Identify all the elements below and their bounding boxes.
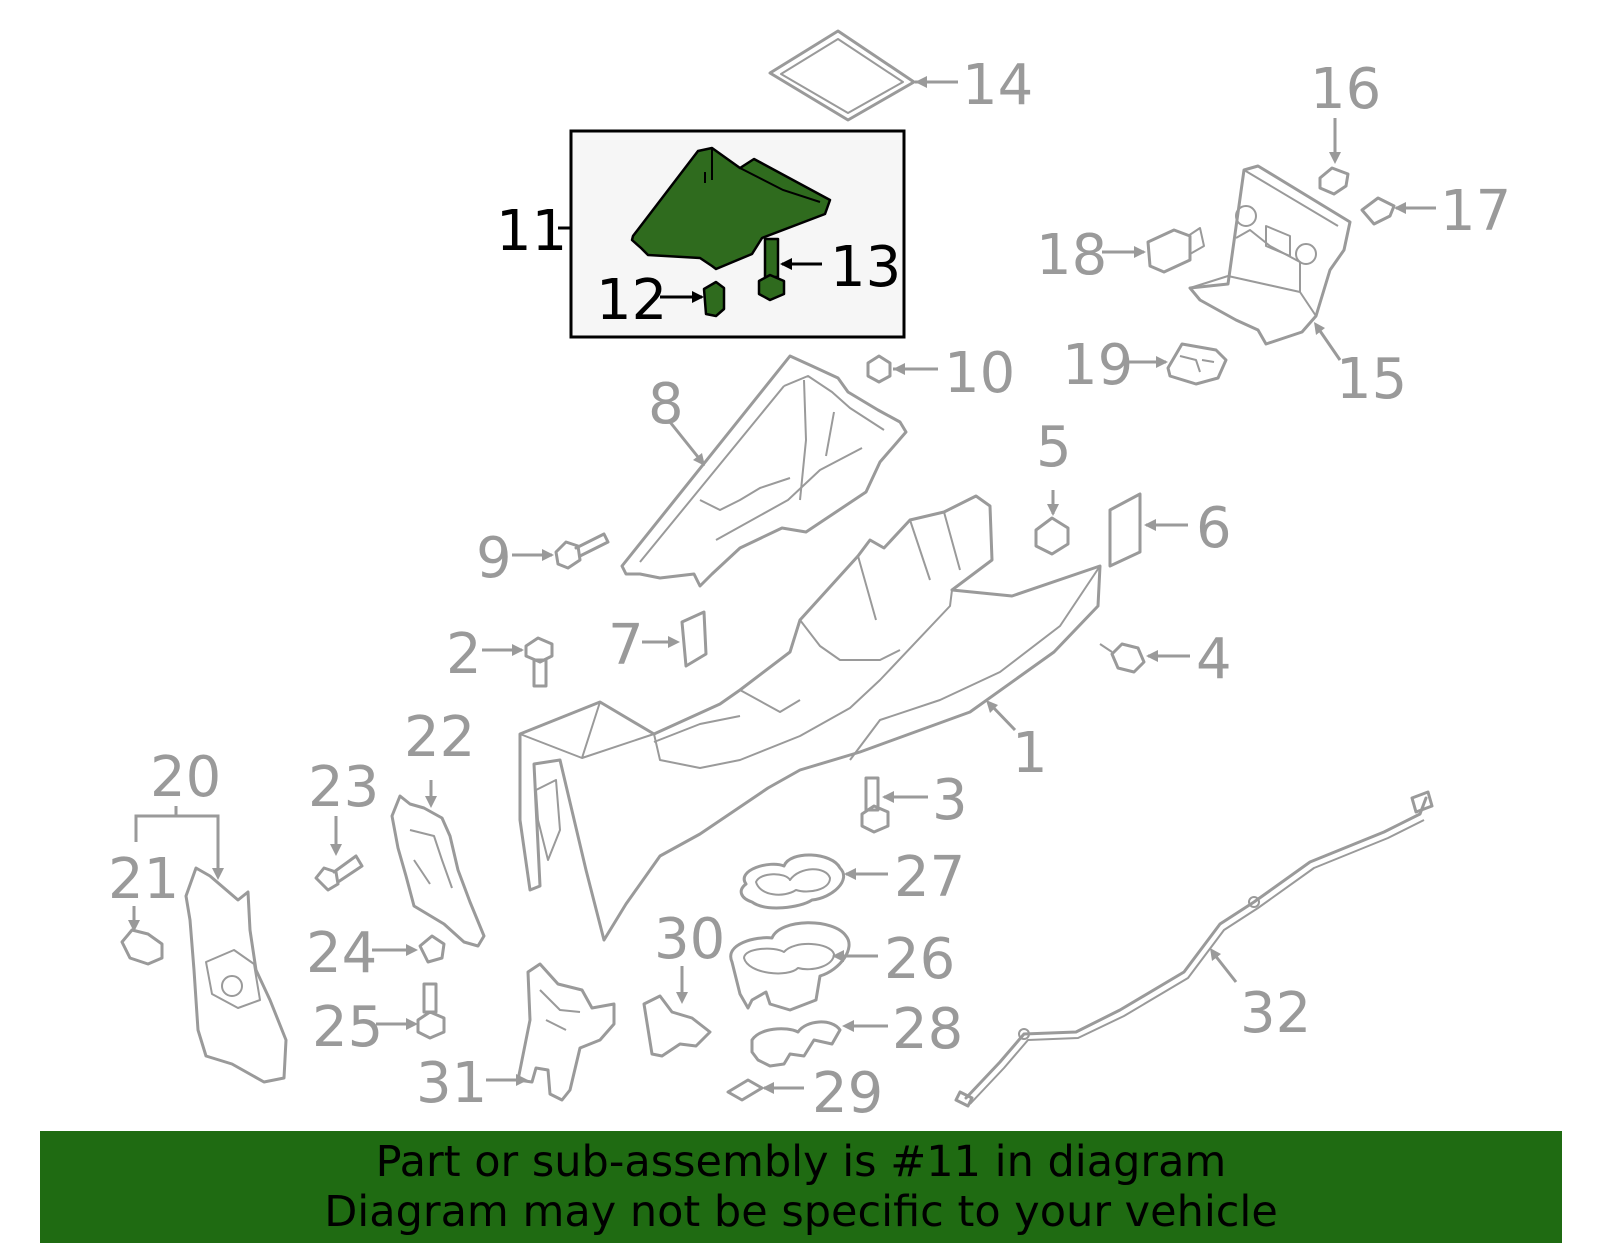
part-8-console-trim <box>620 354 908 588</box>
callout-25: 25 <box>312 995 383 1060</box>
callout-16: 16 <box>1310 57 1381 122</box>
callout-18: 18 <box>1036 223 1107 288</box>
callout-2: 2 <box>446 622 482 687</box>
callout-19: 19 <box>1062 333 1133 398</box>
callout-15: 15 <box>1336 347 1407 412</box>
callout-22: 22 <box>404 705 475 770</box>
part-6-pad <box>1108 492 1142 568</box>
part-7-plate <box>680 610 708 668</box>
callout-31: 31 <box>416 1051 487 1116</box>
callout-12: 12 <box>596 268 667 333</box>
part-5-clip <box>1034 516 1070 556</box>
part-24-clip <box>418 934 446 964</box>
part-17-clip <box>1360 196 1396 226</box>
part-27-cup-holder-ring <box>739 853 845 910</box>
banner-line-1: Part or sub-assembly is #11 in diagram <box>375 1137 1227 1187</box>
part-25-bolt <box>416 982 446 1040</box>
part-13-bolt <box>757 237 786 302</box>
callout-6: 6 <box>1196 496 1232 561</box>
callout-9: 9 <box>476 526 512 591</box>
part-28-insert <box>750 1020 842 1068</box>
callout-11: 11 <box>496 199 567 264</box>
part-15-bracket <box>1188 164 1352 346</box>
part-19-switch <box>1166 342 1228 386</box>
callout-23: 23 <box>308 755 379 820</box>
part-16-clip <box>1318 166 1350 196</box>
callout-14: 14 <box>962 53 1033 118</box>
callout-13: 13 <box>830 235 901 300</box>
part-20-side-panel <box>184 866 288 1084</box>
callout-27: 27 <box>894 845 965 910</box>
callout-24: 24 <box>306 921 377 986</box>
callout-3: 3 <box>932 768 968 833</box>
banner-line-2: Diagram may not be specific to your vehi… <box>324 1187 1278 1237</box>
part-3-bolt <box>860 776 890 834</box>
callout-29: 29 <box>812 1061 883 1126</box>
callout-30: 30 <box>654 907 725 972</box>
part-32-wiring-harness <box>954 790 1434 1108</box>
part-22-bracket <box>390 794 486 948</box>
callout-7: 7 <box>608 613 644 678</box>
callout-32: 32 <box>1240 981 1311 1046</box>
part-12-clip <box>702 280 726 318</box>
part-9-screw <box>554 532 610 570</box>
callout-26: 26 <box>884 927 955 992</box>
part-14-pad <box>768 29 916 122</box>
part-23-screw <box>314 854 364 892</box>
part-18-switch <box>1146 227 1205 274</box>
part-30-bracket <box>642 994 712 1058</box>
part-21-clip <box>120 928 164 966</box>
part-4-clip <box>1099 642 1146 674</box>
part-1-center-console <box>518 494 1102 942</box>
callout-21: 21 <box>108 847 179 912</box>
callout-5: 5 <box>1036 415 1072 480</box>
part-10-nut <box>866 354 892 384</box>
callout-20: 20 <box>150 745 221 810</box>
part-11-armrest-lid <box>630 146 832 271</box>
callout-4: 4 <box>1196 627 1232 692</box>
part-2-bolt <box>524 636 554 688</box>
callout-1: 1 <box>1012 721 1048 786</box>
callout-8: 8 <box>648 372 684 437</box>
info-banner: Part or sub-assembly is #11 in diagram D… <box>40 1131 1562 1243</box>
callout-17: 17 <box>1440 179 1511 244</box>
callout-28: 28 <box>892 997 963 1062</box>
part-29-pad <box>726 1078 764 1102</box>
part-31-bracket <box>516 962 616 1102</box>
part-26-cup-holder <box>729 921 851 1012</box>
callout-10: 10 <box>944 341 1015 406</box>
